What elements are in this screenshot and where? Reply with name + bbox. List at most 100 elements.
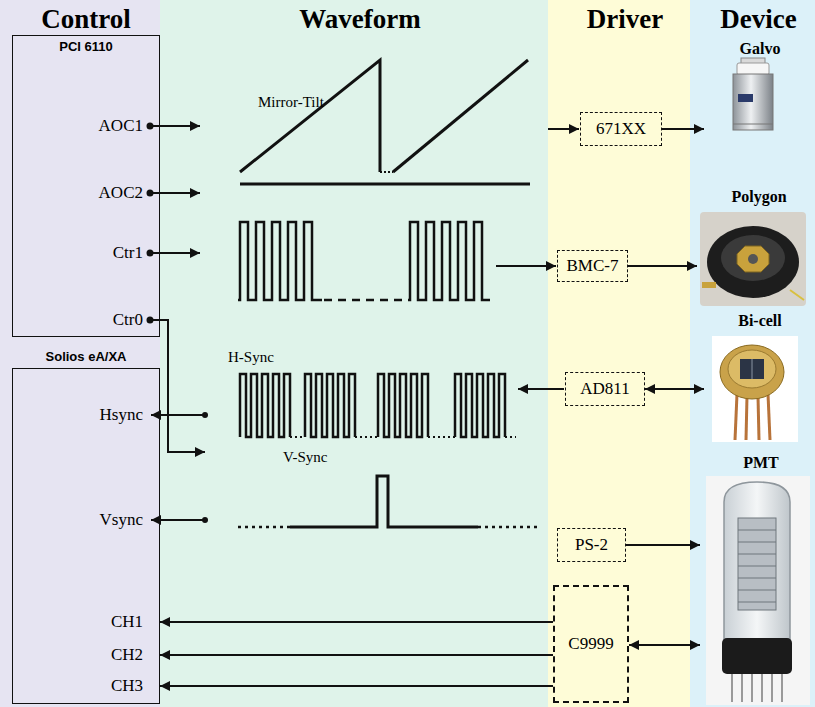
- signal-name: Ctr0: [113, 310, 143, 329]
- pmt-picture: [722, 638, 792, 674]
- bi-cell-picture: [746, 396, 747, 440]
- driver-box: BMC-7: [557, 250, 628, 282]
- band-fill: [690, 0, 815, 707]
- pmt-picture: [738, 542, 776, 543]
- bi-cell-picture: [712, 336, 798, 442]
- column-heading: Control: [0, 0, 172, 35]
- pmt-picture: [731, 674, 733, 702]
- wire-dots: [202, 412, 208, 523]
- column-band: ControlPCI 6110Solios eA/XA: [0, 0, 172, 707]
- waveform-label: V-Sync: [283, 449, 327, 465]
- polygon-scanner-picture: [748, 254, 758, 264]
- pmt-picture: [738, 530, 776, 602]
- v-sync-waveform: [478, 526, 540, 529]
- bi-cell-picture: [752, 359, 753, 379]
- label-anchor: Mirror-Tilt: [258, 93, 324, 111]
- connector-arrow: [629, 644, 700, 646]
- waveform-label: Mirror-Tilt: [258, 94, 324, 110]
- signal-name: Ctr1: [113, 243, 143, 262]
- node-label: Bi-cell: [704, 310, 815, 330]
- v-sync-waveform: [238, 526, 290, 529]
- column-band: Waveform: [160, 0, 560, 707]
- bi-cell-picture: [720, 345, 784, 399]
- device-picture: Galvo: [704, 38, 815, 134]
- device-picture: PMT: [700, 452, 815, 705]
- connector-arrow: [662, 128, 704, 130]
- bi-cell-picture: [768, 394, 770, 440]
- driver-box: C9999: [553, 585, 629, 703]
- column-band: Driver 671XX BMC-7AD811PS-2C9999: [548, 0, 702, 707]
- node-label: Galvo: [704, 38, 815, 58]
- pmt-picture: [706, 476, 810, 705]
- pmt-picture: [761, 674, 763, 702]
- polygon-scanner-picture: [702, 282, 716, 288]
- v-sync-waveform: [238, 476, 540, 527]
- driver-box: PS-2: [557, 528, 626, 562]
- galvo-picture: [733, 74, 773, 130]
- node-label: PCI 6110: [13, 36, 159, 54]
- galvo-picture: [733, 58, 773, 130]
- signal-name: Vsync: [100, 510, 143, 529]
- h-sync-waveform: [290, 436, 516, 438]
- pmt-picture: [738, 554, 776, 555]
- node-label: Polygon: [697, 186, 815, 206]
- band-fill: [548, 0, 690, 707]
- label-anchor: H-Sync: [228, 348, 274, 366]
- band-fill: [160, 0, 548, 707]
- pin-dots: [147, 123, 154, 324]
- ctr1-pulse-train: [324, 299, 408, 302]
- pmt-picture: [738, 566, 776, 567]
- label-anchor: CH1: [111, 612, 143, 632]
- pmt-picture: [738, 578, 776, 579]
- pmt-picture: [751, 674, 753, 702]
- mirror-tilt-waveform: [380, 171, 393, 173]
- label-anchor: Ctr0: [113, 310, 143, 330]
- node-label: PMT: [700, 452, 815, 472]
- mirror-tilt-waveform: [393, 60, 528, 172]
- connector-arrow: [628, 265, 697, 267]
- device-picture: Bi-cell: [704, 310, 815, 444]
- signal-wires: [548, 128, 579, 130]
- node-label: AD811: [580, 379, 629, 399]
- pmt-picture: [706, 476, 810, 705]
- h-sync-waveform: [240, 374, 516, 437]
- bi-cell-picture: [712, 336, 798, 442]
- galvo-picture: [738, 94, 753, 102]
- signal-name: AOC1: [99, 116, 143, 135]
- pmt-picture: [741, 674, 743, 702]
- h-sync-waveform: [378, 374, 428, 437]
- polygon-scanner-picture: [737, 246, 769, 272]
- v-sync-waveform: [290, 476, 478, 527]
- signal-name: CH3: [111, 676, 143, 695]
- pmt-picture: [738, 602, 776, 603]
- signal-name: CH2: [111, 645, 143, 664]
- h-sync-waveform: [455, 374, 505, 437]
- pmt-picture: [724, 482, 790, 642]
- polygon-scanner-picture: [700, 212, 806, 306]
- bi-cell-picture: [758, 396, 759, 440]
- pmt-picture: [781, 674, 783, 702]
- h-sync-waveform: [240, 374, 290, 437]
- pmt-picture: [732, 674, 782, 702]
- wire-dots: [202, 412, 208, 418]
- column-heading: Device: [690, 0, 815, 35]
- pmt-picture: [738, 590, 776, 591]
- column-heading: Driver: [548, 0, 702, 35]
- node-label: PS-2: [575, 535, 608, 555]
- label-anchor: AOC1: [99, 116, 143, 136]
- galvo-picture: [737, 63, 769, 75]
- aoc2-waveform: [240, 183, 530, 186]
- label-anchor: AOC2: [99, 183, 143, 203]
- label-anchor: Hsync: [100, 405, 143, 425]
- bi-cell-picture: [740, 359, 764, 379]
- signal-wires: [518, 388, 564, 390]
- driver-box: AD811: [565, 372, 645, 406]
- column-band: DeviceGalvoPolygonBi-cellPMT: [690, 0, 815, 707]
- signal-wires: [151, 126, 579, 520]
- node-label: Solios eA/XA: [13, 349, 159, 364]
- pmt-picture: [771, 674, 773, 702]
- polygon-scanner-picture: [790, 290, 804, 300]
- pmt-picture: [738, 518, 776, 610]
- node-label: 671XX: [596, 119, 646, 139]
